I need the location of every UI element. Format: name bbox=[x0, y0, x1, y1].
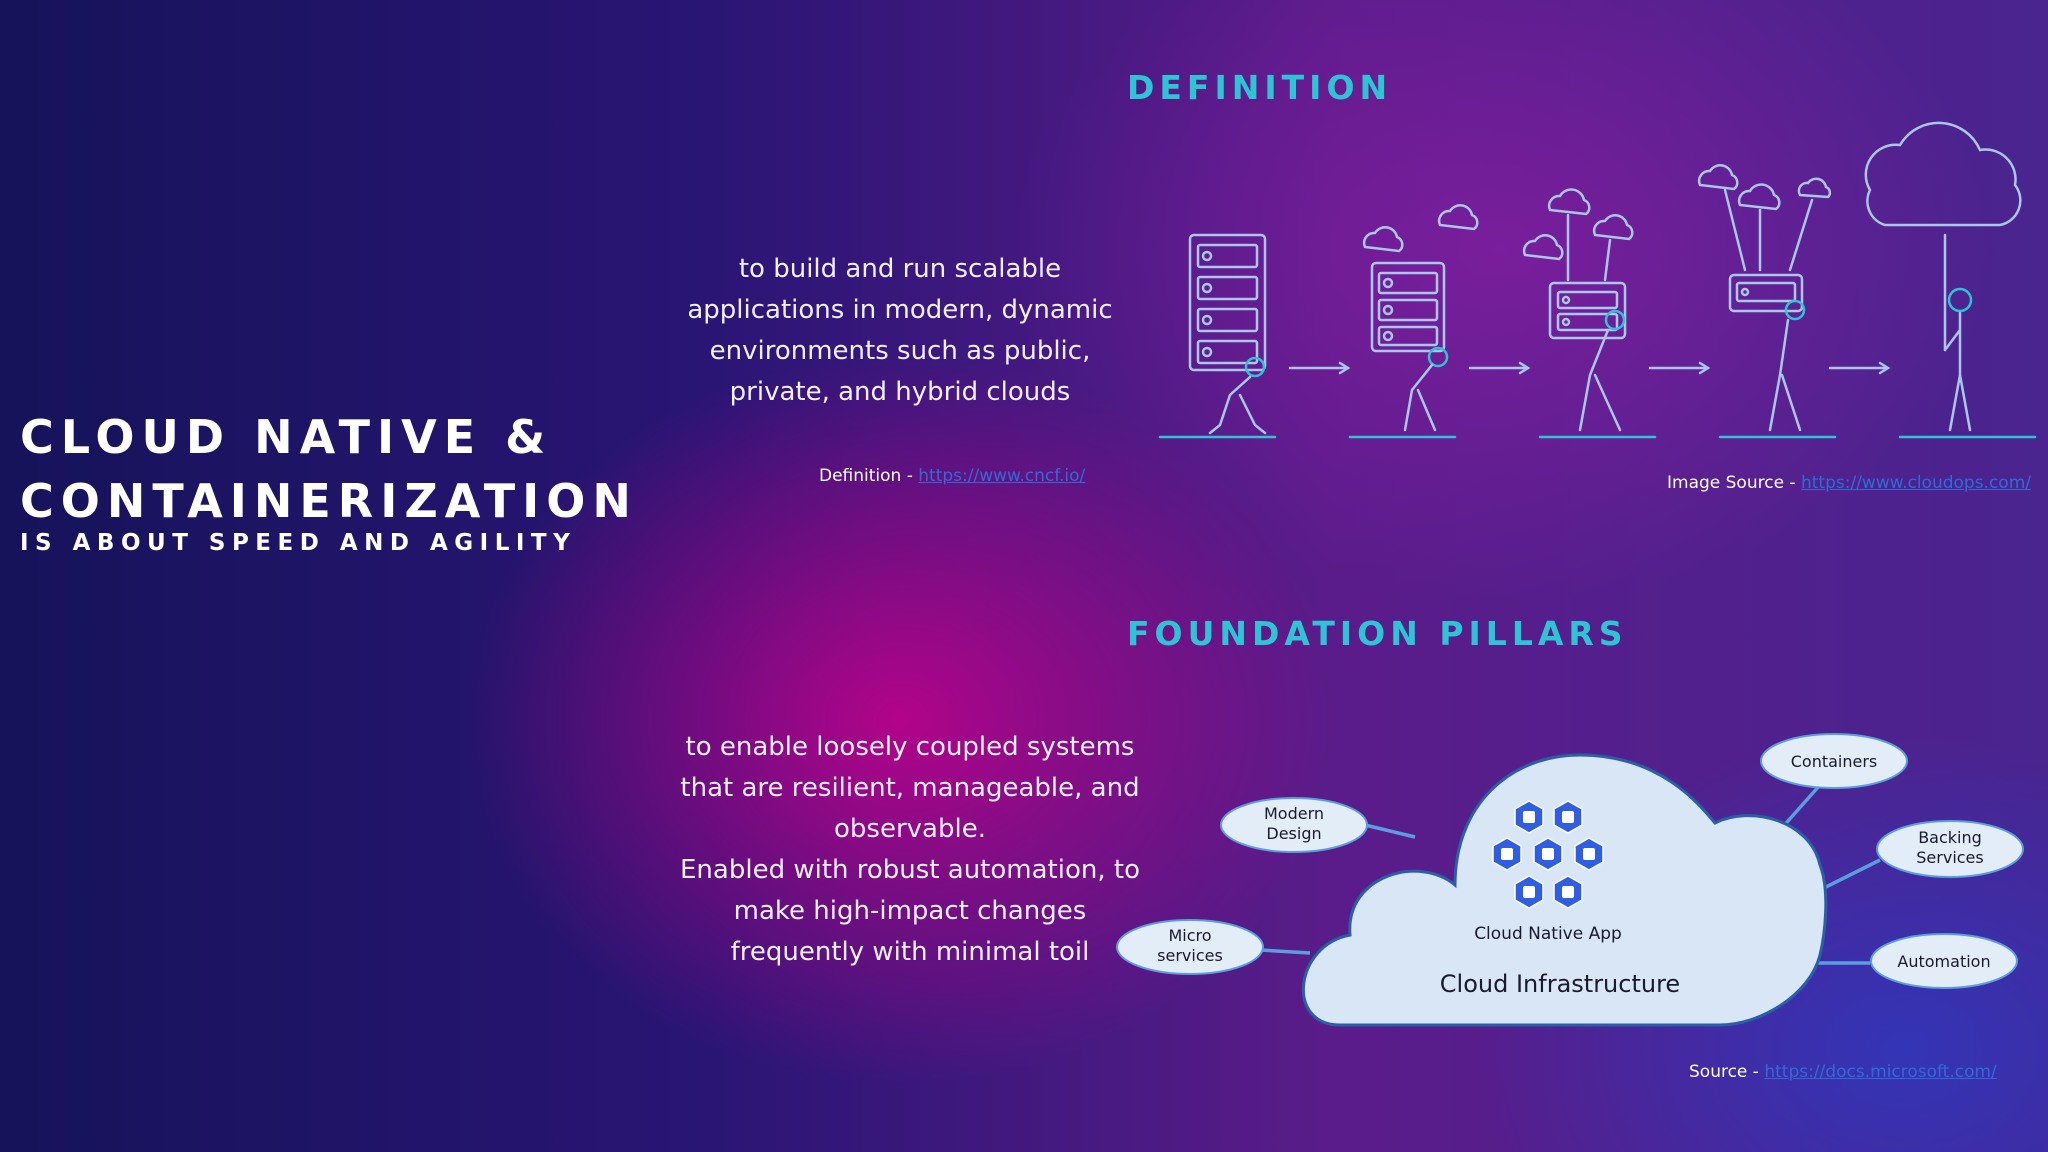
main-title: Cloud Native & Containerization bbox=[20, 405, 638, 533]
person-icon bbox=[1208, 356, 1267, 435]
cloud-lock-icon bbox=[1522, 234, 1564, 261]
node-automation: Automation bbox=[1870, 933, 2018, 989]
cloud-mail-icon bbox=[1547, 188, 1591, 282]
title-line-1: Cloud Native & bbox=[20, 410, 553, 464]
cloud-icon bbox=[1697, 164, 1747, 272]
svg-text:Modern: Modern bbox=[1264, 804, 1324, 823]
server-rack-icon bbox=[1188, 233, 1267, 372]
cloud-native-app-label: Cloud Native App bbox=[1474, 924, 1622, 944]
pillars-text-line-1: to enable loosely coupled systems that a… bbox=[680, 732, 1140, 844]
node-backing-services: Backing Services bbox=[1876, 820, 2024, 878]
node-micro-services: Micro services bbox=[1116, 919, 1264, 975]
image-source: Image Source - https://www.cloudops.com/ bbox=[1667, 473, 2031, 493]
definition-heading: Definition bbox=[1127, 68, 1393, 107]
arrow-icon bbox=[1828, 361, 1891, 375]
pillars-heading: Foundation Pillars bbox=[1127, 614, 1628, 653]
node-containers: Containers bbox=[1760, 733, 1908, 789]
person-icon bbox=[1578, 309, 1626, 432]
cloud-lock-icon bbox=[1362, 226, 1404, 253]
pillars-text-line-2: Enabled with robust automation, to make … bbox=[680, 855, 1140, 967]
arrow-icon bbox=[1288, 361, 1351, 375]
cloud-shield-icon bbox=[1592, 214, 1634, 282]
subtitle: is about Speed and Agility bbox=[20, 530, 577, 556]
cloud-infrastructure-label: Cloud Infrastructure bbox=[1440, 970, 1680, 998]
cloud-shield-icon bbox=[1437, 204, 1479, 231]
definition-source-link[interactable]: https://www.cncf.io/ bbox=[918, 466, 1086, 486]
pillars-source: Source - https://docs.microsoft.com/ bbox=[1689, 1062, 1997, 1082]
svg-text:services: services bbox=[1157, 946, 1223, 965]
image-source-link[interactable]: https://www.cloudops.com/ bbox=[1800, 473, 2031, 493]
arrow-icon bbox=[1468, 361, 1531, 375]
definition-text: to build and run scalable applications i… bbox=[687, 254, 1113, 407]
cloud-services-icon bbox=[1864, 121, 2022, 352]
svg-text:Backing: Backing bbox=[1918, 828, 1982, 847]
person-icon bbox=[1403, 346, 1449, 432]
title-line-2: Containerization bbox=[20, 474, 638, 528]
person-icon bbox=[1943, 287, 1973, 432]
svg-text:Micro: Micro bbox=[1168, 926, 1211, 945]
svg-text:Containers: Containers bbox=[1791, 752, 1878, 771]
definition-source: Definition - https://www.cncf.io/ bbox=[819, 466, 1086, 486]
svg-text:Automation: Automation bbox=[1897, 952, 1990, 971]
cloud-icon bbox=[1788, 177, 1832, 272]
server-stack-icon bbox=[1370, 261, 1446, 353]
person-icon bbox=[1768, 299, 1806, 432]
arrow-icon bbox=[1648, 361, 1711, 375]
cloud-mail-icon bbox=[1737, 183, 1781, 272]
server-unit-icon bbox=[1548, 281, 1627, 340]
node-modern-design: Modern Design bbox=[1220, 797, 1368, 853]
pillars-text: to enable loosely coupled systems that a… bbox=[675, 727, 1145, 973]
svg-text:Services: Services bbox=[1916, 848, 1983, 867]
server-unit-icon bbox=[1728, 273, 1804, 313]
pillars-source-link[interactable]: https://docs.microsoft.com/ bbox=[1764, 1062, 1997, 1082]
svg-text:Design: Design bbox=[1266, 824, 1321, 843]
evolution-illustration bbox=[1158, 121, 2037, 439]
cloud-native-diagram: Cloud Native App Cloud Infrastructure Mo… bbox=[1116, 733, 2024, 1027]
